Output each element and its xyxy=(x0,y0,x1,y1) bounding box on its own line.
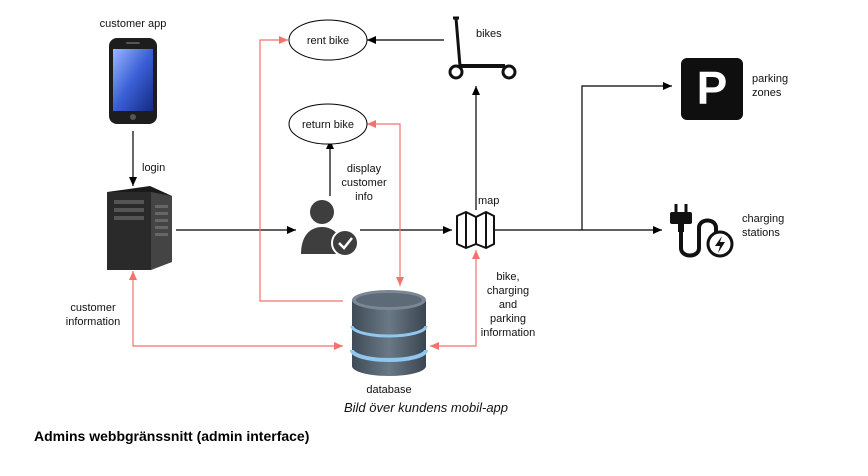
database-icon xyxy=(350,290,428,376)
svg-text:customer: customer xyxy=(341,177,387,189)
diagram-caption: Bild över kundens mobil-app xyxy=(344,400,508,415)
server-icon xyxy=(107,186,172,270)
svg-text:parking: parking xyxy=(490,313,526,325)
map-icon xyxy=(456,211,495,249)
svg-text:display: display xyxy=(347,163,382,175)
edge-server-database xyxy=(129,271,343,350)
parking-icon: P xyxy=(681,58,743,120)
svg-text:information: information xyxy=(481,327,535,339)
charging-plug-icon xyxy=(670,204,734,258)
edge-label-customer-information: customer information xyxy=(66,302,120,328)
svg-text:info: info xyxy=(355,191,373,203)
charging-stations-node: charging stations xyxy=(670,204,784,258)
svg-text:bike,: bike, xyxy=(496,271,519,283)
bikes-node: bikes xyxy=(448,16,517,80)
svg-text:customer: customer xyxy=(70,302,116,314)
svg-text:and: and xyxy=(499,299,517,311)
parking-zones-label-line2: zones xyxy=(752,87,782,99)
edge-label-bike-charging-parking-information: bike, charging and parking information xyxy=(481,271,535,339)
svg-text:information: information xyxy=(66,316,120,328)
edge-label-display-customer-info: display customer info xyxy=(341,163,387,203)
scooter-icon xyxy=(448,16,517,80)
svg-text:P: P xyxy=(697,62,728,114)
return-bike-node: return bike xyxy=(288,103,368,145)
customer-app-label: customer app xyxy=(100,18,167,30)
edges-red xyxy=(129,36,480,350)
edges-black xyxy=(129,36,672,234)
parking-zones-node: P parking zones xyxy=(681,58,788,120)
database-label: database xyxy=(366,384,411,396)
edge-label-login: login xyxy=(142,162,165,174)
rent-bike-label: rent bike xyxy=(307,35,349,47)
user-check-icon xyxy=(301,200,359,257)
edge-map-to-parking xyxy=(581,82,672,230)
map-label: map xyxy=(478,195,499,207)
svg-text:charging: charging xyxy=(487,285,529,297)
edge-return-bike-database xyxy=(367,120,404,286)
phone-icon xyxy=(109,38,157,124)
charging-stations-label-line2: stations xyxy=(742,227,780,239)
map-node: map xyxy=(456,195,499,249)
rent-bike-node: rent bike xyxy=(288,19,368,61)
bikes-label: bikes xyxy=(476,28,502,40)
customer-app-node: customer app xyxy=(100,18,167,124)
charging-stations-label-line1: charging xyxy=(742,213,784,225)
database-node: database xyxy=(350,290,428,396)
edge-database-map xyxy=(430,250,480,350)
footer-title: Admins webbgränssnitt (admin interface) xyxy=(34,428,310,444)
return-bike-label: return bike xyxy=(302,119,354,131)
parking-zones-label-line1: parking xyxy=(752,73,788,85)
